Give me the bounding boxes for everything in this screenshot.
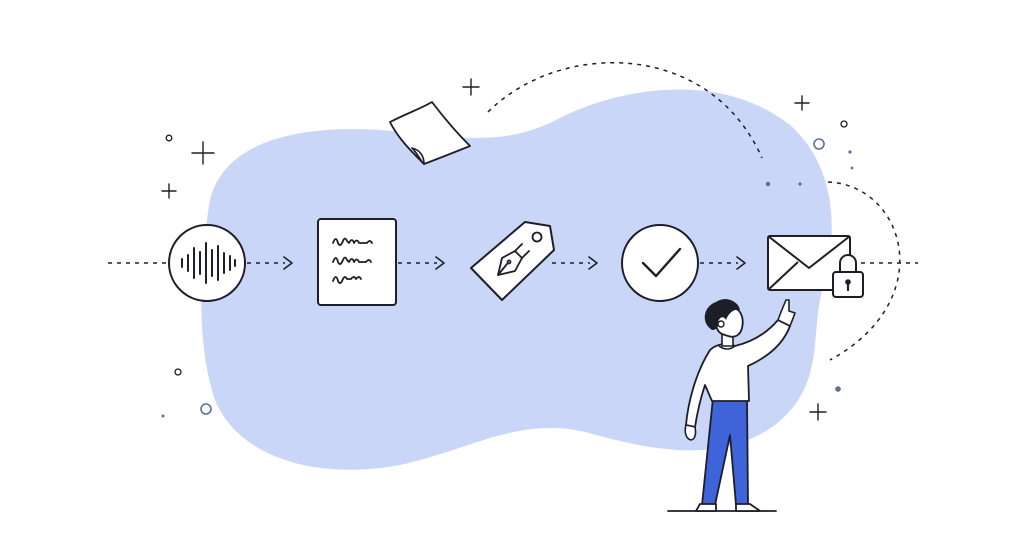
illustration-shape [497, 243, 530, 276]
arrow-right-icon [588, 256, 598, 270]
illustration-shape [200, 403, 212, 415]
illustration-shape [850, 166, 854, 170]
illustration-shape [497, 263, 508, 276]
locked-envelope-icon [767, 235, 864, 298]
dashed-arcs [487, 61, 901, 361]
hair [704, 299, 740, 330]
sparkle-icon [794, 95, 810, 111]
sparkle-icon [191, 141, 215, 165]
illustration-shape [621, 224, 699, 302]
illustration-shape [767, 261, 799, 291]
illustration-shape [840, 120, 848, 128]
illustration-shape [813, 138, 825, 150]
illustration-shape [765, 181, 771, 187]
sparkle-icon [161, 183, 177, 199]
illustration-shape [411, 147, 425, 165]
illustration-shape [848, 150, 852, 154]
person-pointing [667, 299, 796, 512]
handwritten-transcript-icon [317, 218, 397, 306]
illustration-shape [470, 221, 555, 301]
illustration-shape [531, 231, 543, 243]
right-dashed-arc [827, 181, 901, 361]
illustration-shape [174, 368, 182, 376]
padlock-icon [832, 254, 864, 298]
illustration-shape [835, 386, 841, 392]
paper-sheet-icon [389, 101, 471, 165]
audio-waveform-icon [168, 224, 246, 302]
illustration-shape [717, 320, 725, 328]
illustration-shape [798, 182, 802, 186]
illustration-shape [839, 254, 857, 272]
illustration-shape [332, 237, 373, 284]
illustration-shape [684, 424, 697, 441]
pen-tag-icon [470, 221, 555, 301]
illustration-shape [181, 242, 236, 284]
decor-dots [161, 120, 854, 418]
illustration-shape [332, 237, 373, 246]
sparkles [161, 78, 827, 421]
sparkle-icon [809, 403, 827, 421]
illustration-shape [514, 243, 523, 252]
illustration-shape [497, 250, 523, 276]
illustration-shape [161, 414, 165, 418]
illustration-shape [506, 259, 512, 265]
arrow-right-icon [435, 256, 445, 270]
illustration-shape [165, 134, 173, 142]
illustration-shape [641, 247, 682, 278]
checkmark-icon [621, 224, 699, 302]
illustration-shape [332, 256, 372, 265]
sparkle-icon [462, 78, 480, 96]
arrow-right-icon [736, 256, 746, 270]
flow-arrows [283, 256, 746, 270]
arrow-right-icon [283, 256, 293, 270]
illustration-shape [521, 250, 530, 259]
illustration-shape [389, 101, 471, 165]
illustration-shape [777, 299, 796, 327]
illustration-shape [695, 503, 717, 512]
illustration-shape [332, 276, 362, 284]
illustration-shape [767, 235, 851, 269]
illustration-shape [735, 503, 761, 512]
illustration-shape [317, 218, 397, 306]
